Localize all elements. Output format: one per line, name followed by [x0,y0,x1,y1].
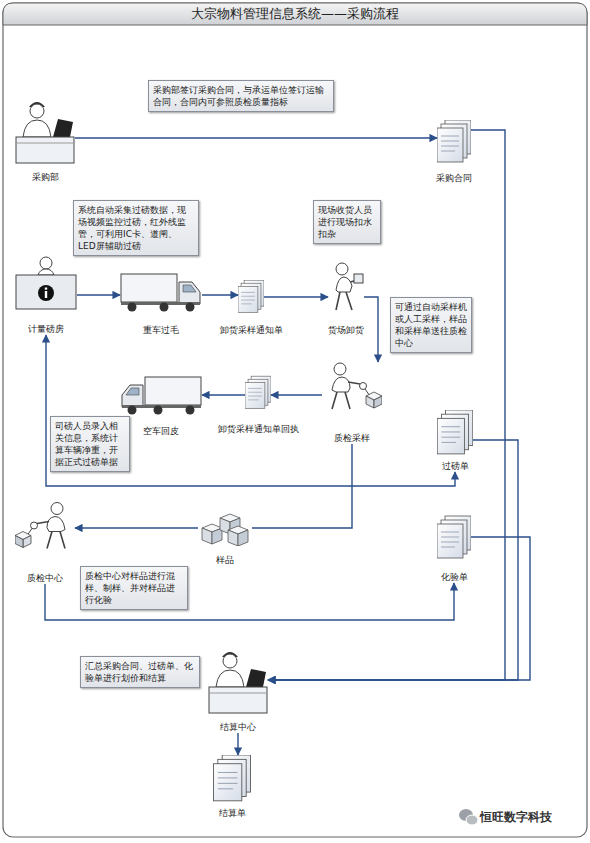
node-caption: 采购合同 [436,173,472,184]
note-box: 采购部签订采购合同，与承运单位签订运输合同，合同内可参照质检质量指标 [148,80,334,112]
truck-icon [122,377,201,415]
document-icon [437,410,473,454]
node-caption: 重车过毛 [143,325,179,336]
purchaser-icon [16,102,74,163]
node-caption: 质检中心 [27,573,63,584]
weighbridge-icon [16,257,76,309]
flow-arrow [264,296,328,297]
node-caption: 化验单 [441,572,468,583]
note-text: 采购部签订采购合同，与承运单位签订运输合同，合同内可参照质检质量指标 [153,84,329,108]
flow-arrow [364,297,378,362]
flow-arrow [46,335,455,486]
document-icon [245,376,271,408]
flow-arrow [202,294,238,295]
note-text: 汇总采购合同、过磅单、化验单进行划价和结算 [85,660,195,684]
document-icon [437,516,471,558]
icon-node: 采购部 [15,95,75,183]
note-box: 质检中心对样品进行混样、制样、并对样品进行化验 [80,566,188,610]
icon-node: 过磅单 [437,410,473,472]
icon-node: 重车过毛 [120,272,202,336]
node-caption: 空车回皮 [143,426,179,437]
icon-node: 质检采样 [322,362,382,444]
node-caption: 样品 [216,555,234,566]
icon-node: 卸货采样通知单回执 [245,375,271,435]
node-caption: 计量磅房 [28,324,64,335]
note-text: 系统自动采集过磅数据，现场视频监控过磅，红外线监管，可利用IC卡、道闸、LED屏… [78,204,194,252]
icon-node: 质检中心 [15,498,75,584]
icon-node: 采购合同 [437,120,471,184]
note-text: 可通过自动采样机或人工采样，样品和采样单送往质检中心 [395,301,467,349]
note-text: 司磅人员录入相关信息，系统计算车辆净重，开据正式过磅单据 [55,420,125,468]
note-box: 可通过自动采样机或人工采样，样品和采样单送往质检中心 [390,297,472,353]
flow-arrow [268,537,530,680]
worker-icon [336,263,363,310]
document-icon [437,120,471,162]
flow-arrow [268,130,505,680]
node-caption: 采购部 [32,172,59,183]
inspector-icon [15,503,65,549]
flow-arrow [252,444,352,528]
diagram-title: 大宗物料管理信息系统——采购流程 [0,6,590,22]
node-caption: 卸货采样通知单回执 [218,424,299,435]
truck-icon [122,377,201,415]
node-caption: 结算中心 [220,722,256,733]
settlement-icon [209,652,267,713]
flow-arrow [75,137,437,138]
note-text: 现场收货人员进行现场扣水扣杂 [318,204,376,240]
icon-node: 样品 [198,512,252,566]
truck-icon [121,274,200,312]
sample-icon [202,514,248,546]
node-caption: 卸货采样通知单 [220,325,283,336]
note-box: 汇总采购合同、过磅单、化验单进行划价和结算 [80,656,200,688]
watermark-text: 恒旺数字科技 [480,809,552,826]
flow-arrow [268,440,518,680]
flow-arrow [77,294,120,295]
flow-arrow [237,733,238,755]
wechat-icon [459,809,478,825]
icon-node: 化验单 [437,515,471,583]
note-box: 司磅人员录入相关信息，系统计算车辆净重，开据正式过磅单据 [50,416,130,472]
icon-node: 结算单 [210,755,254,819]
node-caption: 过磅单 [442,461,469,472]
note-box: 现场收货人员进行现场扣水扣杂 [313,200,381,244]
icon-node: 空车回皮 [120,375,202,437]
note-text: 质检中心对样品进行混样、制样、并对样品进行化验 [85,570,183,606]
document-icon [213,755,250,801]
inspector-icon [15,503,65,549]
flow-arrow [75,527,198,528]
note-box: 系统自动采集过磅数据，现场视频监控过磅，红外线监管，可利用IC卡、道闸、LED屏… [73,200,199,256]
icon-node: 结算中心 [208,645,268,733]
node-caption: 货场卸货 [328,325,364,336]
document-icon [238,280,264,312]
sampler-icon [332,363,382,409]
icon-node: 货场卸货 [328,262,364,336]
flow-arrow [202,394,245,395]
page-frame [3,3,587,837]
icon-node: 卸货采样通知单 [238,280,264,336]
flow-arrow [271,394,322,395]
node-caption: 结算单 [219,808,246,819]
icon-node: 计量磅房 [15,255,77,335]
node-caption: 质检采样 [334,433,370,444]
